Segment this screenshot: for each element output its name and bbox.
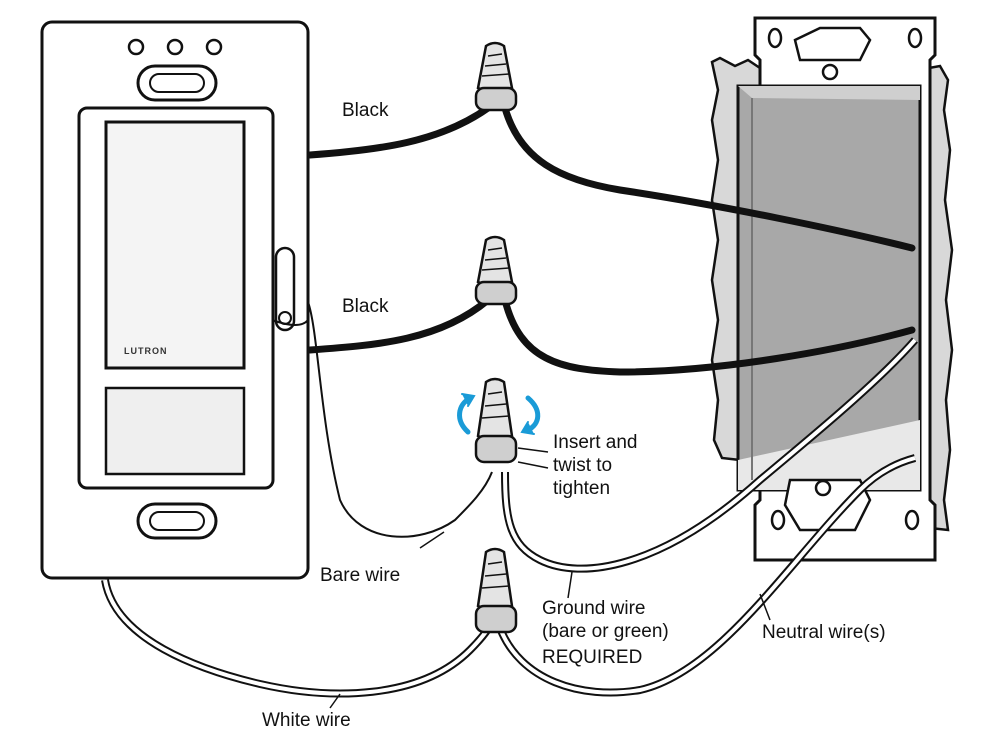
label-insert-line3: tighten [553,478,611,499]
label-insert-line1: Insert and [553,432,638,453]
wall-box [736,16,937,562]
leader-lines [329,447,771,709]
label-white-wire: White wire [262,710,351,731]
bare-wire [307,301,493,538]
wire-connector-middle [474,235,518,306]
label-insert-line2: twist to [553,455,613,476]
wire-connector-top [474,41,518,112]
wire-connector-neutral [474,547,518,634]
dimmer-switch [40,20,310,580]
label-black-bottom: Black [342,296,389,317]
label-ground-line2: (bare or green) [542,621,669,642]
label-ground-line1: Ground wire [542,598,646,619]
wire-connector-ground [474,377,518,464]
label-black-top: Black [342,100,389,121]
black-wires [306,104,916,376]
twist-arrow-icon [457,393,541,435]
label-bare-wire: Bare wire [320,565,401,586]
label-neutral-wire: Neutral wire(s) [762,622,886,643]
brand-logo: LUTRON [124,346,168,356]
label-ground-line3: REQUIRED [542,647,643,668]
